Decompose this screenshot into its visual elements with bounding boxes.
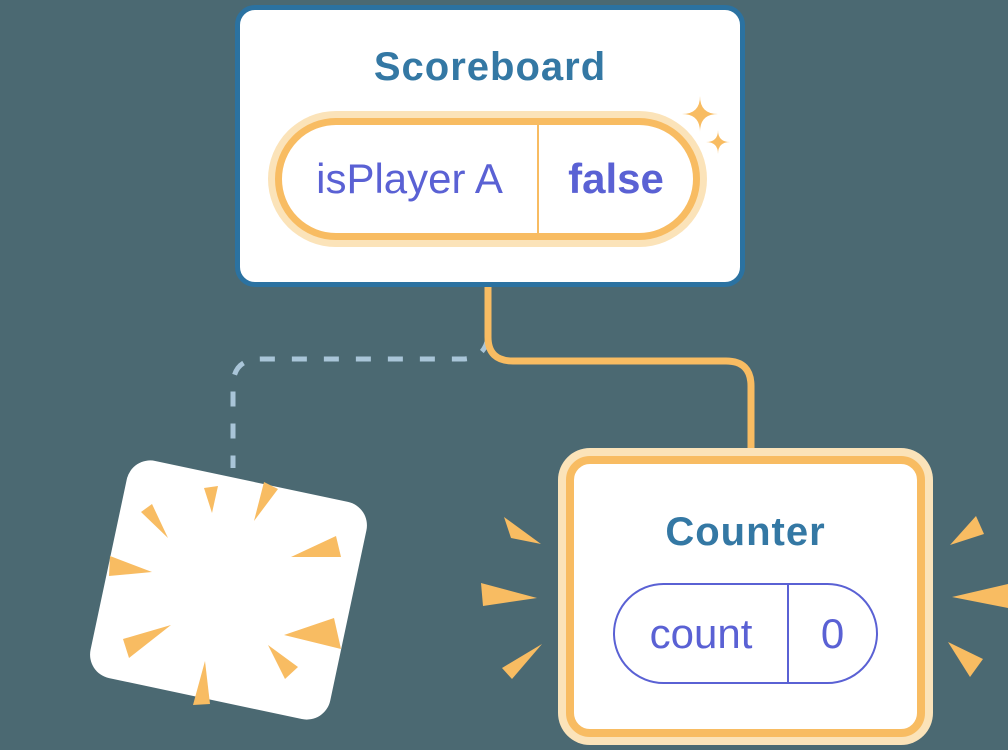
counter-card: Counter count 0 [566, 456, 925, 737]
state-value: 0 [820, 609, 845, 657]
scoreboard-card: Scoreboard isPlayer A false [235, 5, 745, 287]
pill-divider [537, 125, 539, 233]
state-label: count [649, 609, 753, 657]
emphasis-marks-right [948, 516, 1008, 677]
dashed-connector-line [230, 337, 491, 468]
solid-connector-line [484, 283, 755, 452]
pill-divider [787, 585, 789, 682]
counter-title: Counter [665, 510, 826, 554]
scoreboard-title: Scoreboard [373, 45, 607, 89]
scoreboard-state-pill: isPlayer A false [275, 118, 700, 240]
destroyed-component-card [85, 455, 372, 725]
emphasis-marks-left [481, 517, 542, 679]
state-label: isPlayer A [316, 155, 503, 202]
counter-state-pill: count 0 [613, 583, 878, 684]
state-value: false [568, 155, 664, 202]
